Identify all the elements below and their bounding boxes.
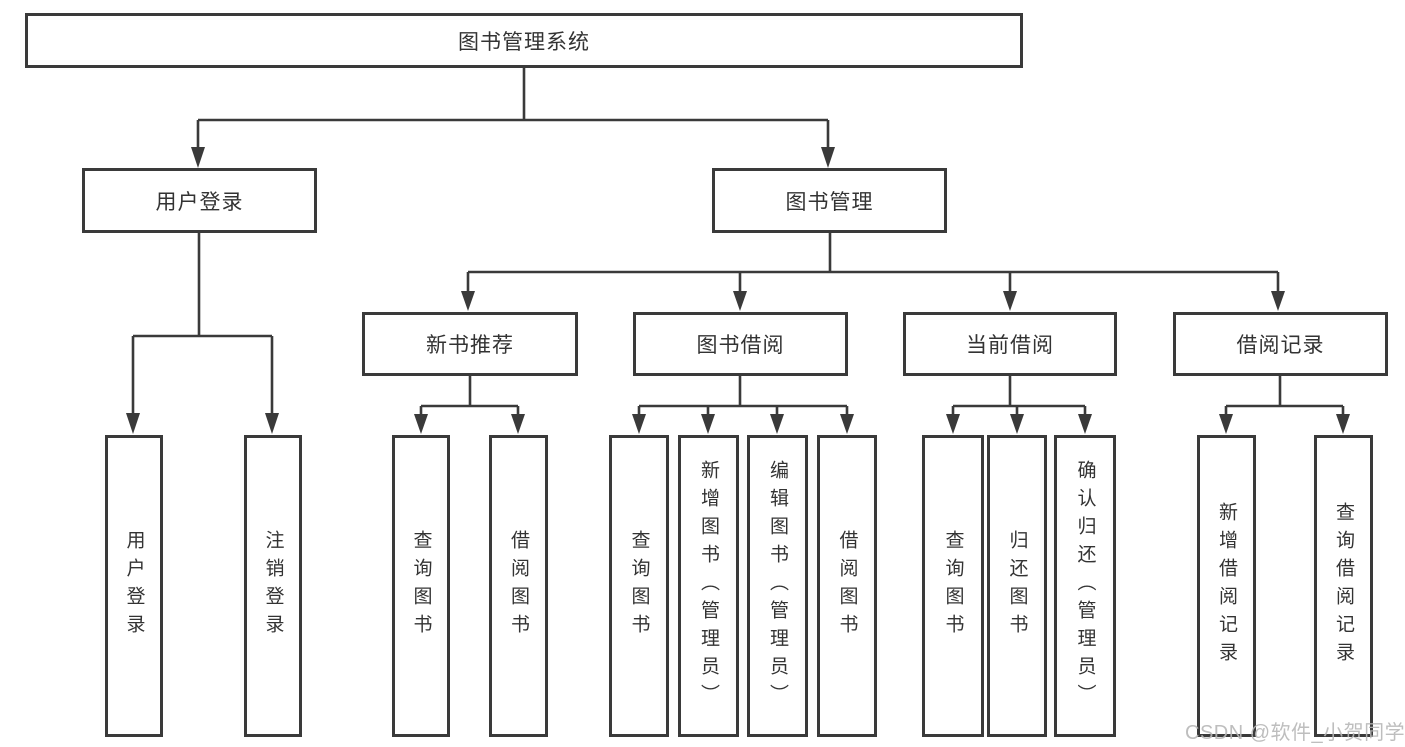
node-label: 查询图书 [942,530,964,642]
node-label: 借阅图书 [508,530,529,642]
node-borrowing-records: 借阅记录 [1173,312,1388,376]
leaf-confirm-return-admin: 确认归还（管理员） [1054,435,1116,737]
leaf-borrow-books: 借阅图书 [817,435,877,737]
node-label: 图书管理 [785,190,874,214]
node-label: 查询图书 [410,530,432,642]
node-label: 查询借阅记录 [1333,502,1354,670]
node-book-borrowing: 图书借阅 [633,312,848,376]
leaf-query-books-borrow: 查询图书 [609,435,669,737]
node-book-management: 图书管理 [712,168,947,233]
leaf-user-login: 用户登录 [105,435,163,737]
node-label: 编辑图书（管理员） [767,460,788,712]
node-label: 查询图书 [628,530,650,642]
node-label: 当前借阅 [966,334,1054,357]
leaf-return-book: 归还图书 [987,435,1047,737]
csdn-watermark: CSDN @软件_小贺同学 [1185,722,1405,744]
leaf-query-books-current: 查询图书 [922,435,984,737]
node-label: 新书推荐 [426,334,514,357]
node-label: 借阅图书 [836,530,858,642]
leaf-query-borrow-record: 查询借阅记录 [1314,435,1373,737]
leaf-query-books-recommend: 查询图书 [392,435,450,737]
node-label: 确认归还（管理员） [1074,460,1096,712]
node-label: 新增图书（管理员） [698,460,719,712]
leaf-logout: 注销登录 [244,435,302,737]
node-current-borrowing: 当前借阅 [903,312,1117,376]
node-label: 借阅记录 [1236,334,1325,357]
node-label: 用户登录 [155,190,244,214]
node-label: 注销登录 [262,530,284,642]
leaf-add-borrow-record: 新增借阅记录 [1197,435,1256,737]
node-label: 用户登录 [123,530,145,642]
leaf-edit-book-admin: 编辑图书（管理员） [747,435,808,737]
node-label: 新增借阅记录 [1216,502,1237,670]
node-new-book-recommendation: 新书推荐 [362,312,578,376]
node-label: 归还图书 [1006,530,1028,642]
node-label: 图书借阅 [696,334,785,357]
leaf-add-book-admin: 新增图书（管理员） [678,435,739,737]
node-user-login-branch: 用户登录 [82,168,317,233]
node-library-management-system: 图书管理系统 [25,13,1023,68]
leaf-borrow-books-recommend: 借阅图书 [489,435,548,737]
node-label: 图书管理系统 [458,30,590,54]
